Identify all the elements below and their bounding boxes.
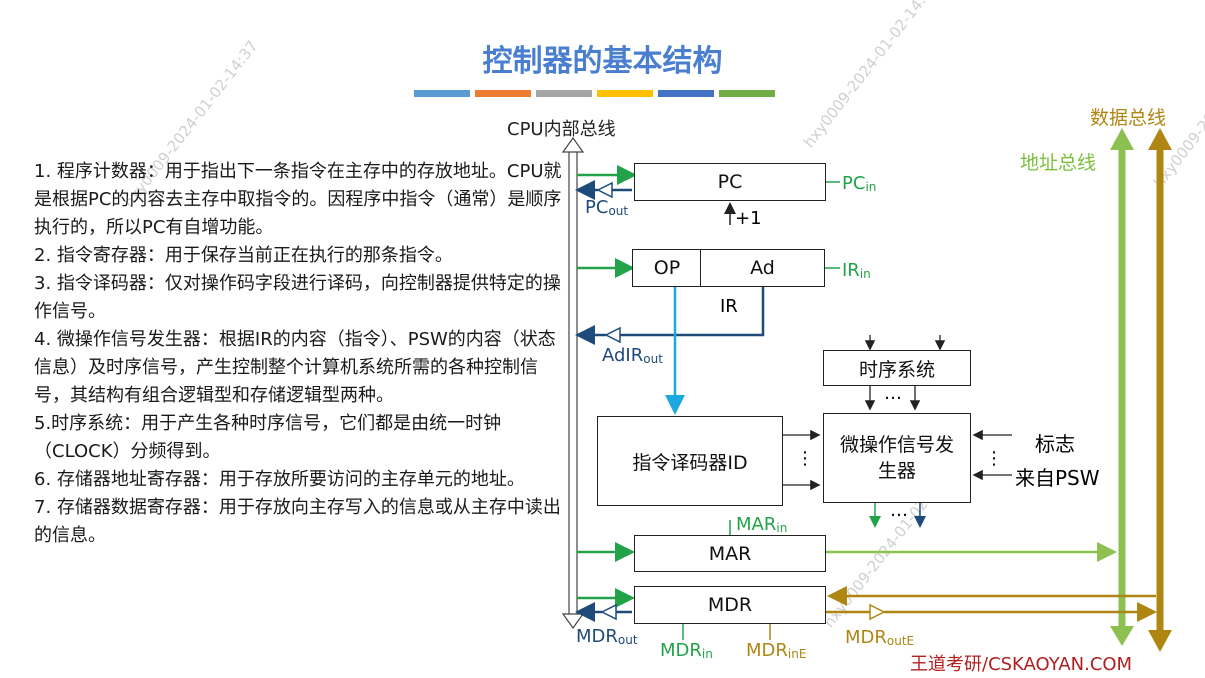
title-bar-segment — [719, 90, 775, 97]
timing-dots: … — [884, 383, 902, 404]
micro-gen-dots: … — [890, 500, 908, 521]
pc-register: PC — [634, 163, 826, 201]
description-item: 4. 微操作信号发生器：根据IR的内容（指令）、PSW的内容（状态信息）及时序信… — [34, 329, 556, 406]
data-bus-label: 数据总线 — [1090, 107, 1167, 129]
mdr-in-signal: MDRin — [660, 640, 713, 661]
ir-in-signal: IRin — [842, 260, 871, 281]
op-label: OP — [653, 257, 681, 279]
adir-out-signal: AdIRout — [602, 345, 663, 366]
page-title: 控制器的基本结构 — [482, 44, 723, 79]
timing-system: 时序系统 — [823, 350, 971, 386]
cpu-internal-bus — [561, 136, 585, 630]
ad-label: Ad — [750, 257, 775, 279]
psw-dots: ⋮ — [985, 448, 1003, 469]
micro-op-generator: 微操作信号发生器 — [823, 413, 971, 503]
mdr-oute-signal: MDRoutE — [845, 627, 915, 648]
psw-label: 来自PSW — [1015, 466, 1100, 490]
pc-increment-label: +1 — [735, 208, 762, 229]
mdr-out-signal: MDRout — [576, 626, 638, 647]
mdr-ine-signal: MDRinE — [746, 640, 807, 661]
description-list: 1. 程序计数器：用于指出下一条指令在主存中的存放地址。CPU就是根据PC的内容… — [34, 158, 564, 550]
pc-in-signal: PCin — [842, 173, 877, 194]
pc-label: PC — [717, 171, 743, 193]
ir-ad-field: Ad — [700, 249, 825, 287]
description-item: 3. 指令译码器：仅对操作码字段进行译码，向控制器提供特定的操作信号。 — [34, 273, 561, 322]
title-bar-segment — [658, 90, 714, 97]
data-bus — [1148, 128, 1172, 652]
decoder-dots: ⋮ — [796, 448, 814, 469]
cpu-bus-label: CPU内部总线 — [507, 119, 616, 140]
instruction-decoder: 指令译码器ID — [597, 416, 783, 506]
title-bar-segment — [597, 90, 653, 97]
ir-op-field: OP — [632, 249, 702, 287]
pc-out-signal: PCout — [585, 197, 629, 218]
footer-brand: 王道考研/CSKAOYAN.COM — [910, 654, 1133, 675]
address-bus-label: 地址总线 — [1020, 152, 1097, 174]
title-bar-segment — [536, 90, 592, 97]
address-bus — [1110, 128, 1134, 646]
mar-register: MAR — [634, 535, 826, 572]
mdr-register: MDR — [634, 586, 826, 624]
description-item: 2. 指令寄存器：用于保存当前正在执行的那条指令。 — [34, 245, 453, 266]
title-bar-segment — [475, 90, 531, 97]
description-item: 5.时序系统：用于产生各种时序信号，它们都是由统一时钟（CLOCK）分频得到。 — [34, 413, 502, 462]
title-bar-segment — [414, 90, 470, 97]
ir-label: IR — [720, 296, 738, 317]
description-item: 7. 存储器数据寄存器：用于存放向主存写入的信息或从主存中读出的信息。 — [34, 497, 561, 546]
flags-label: 标志 — [1035, 432, 1075, 456]
description-item: 1. 程序计数器：用于指出下一条指令在主存中的存放地址。CPU就是根据PC的内容… — [34, 161, 562, 238]
adir-out-wire — [620, 287, 765, 337]
mar-in-signal: MARin — [736, 514, 788, 535]
description-item: 6. 存储器地址寄存器：用于存放所要访问的主存单元的地址。 — [34, 469, 525, 490]
